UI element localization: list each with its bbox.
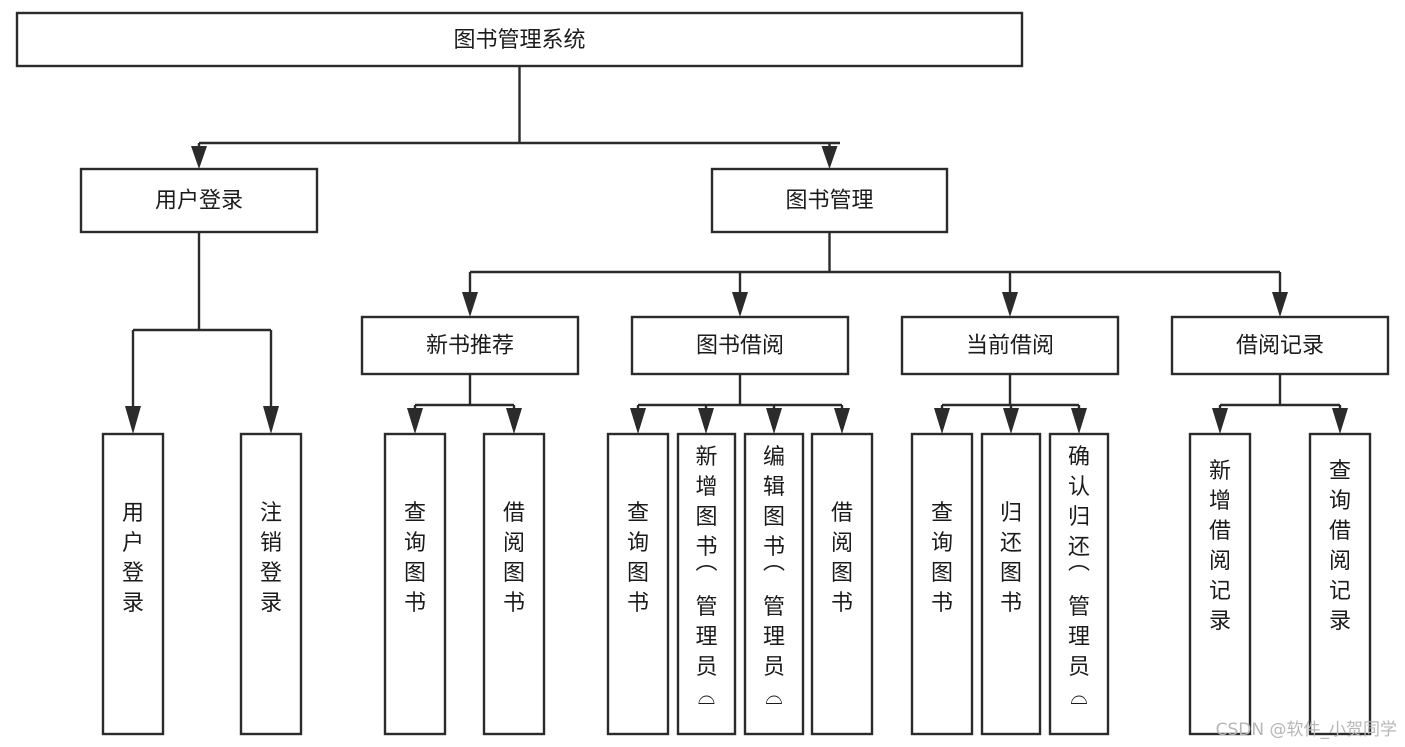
arrow-head-leaf-logout (263, 406, 279, 434)
leaf-edit-book-admin-label: 编辑图书⌒管理员⌓ (763, 445, 785, 710)
arrow-head-leaf-add-book (698, 408, 714, 434)
node-current-borrow[interactable]: 当前借阅 (900, 315, 1120, 376)
arrow-head-leaf-query-book-1 (407, 408, 423, 434)
arrow-head-user-login (191, 146, 207, 169)
leaf-query-book-1-label: 查询图书 (404, 501, 426, 616)
leaf-borrow-book-1[interactable]: 借阅图书 (482, 432, 546, 736)
arrow-head-book-borrow (732, 292, 748, 317)
leaf-user-login[interactable]: 用户登录 (101, 432, 165, 736)
leaf-logout[interactable]: 注销登录 (239, 432, 303, 736)
node-new-book-recommend[interactable]: 新书推荐 (360, 315, 580, 376)
leaf-query-book-3-box[interactable] (910, 432, 974, 736)
leaf-query-book-3[interactable]: 查询图书 (910, 432, 974, 736)
node-book-borrow-box[interactable] (630, 315, 850, 376)
arrow-head-new-book-rec (462, 292, 478, 317)
leaf-logout-label: 注销登录 (260, 501, 282, 616)
arrow-head-borrow-record (1272, 292, 1288, 317)
leaf-user-login-label: 用户登录 (122, 501, 144, 616)
leaf-return-book[interactable]: 归还图书 (980, 432, 1042, 736)
leaf-layer: 用户登录 注销登录 查询图书 借阅图书 查询图书 新增图书⌒管理员⌓ 编辑图书⌒… (101, 432, 1372, 736)
node-user-login-label: 用户登录 (155, 189, 243, 214)
arrow-head-leaf-borrow-book-1 (506, 408, 522, 434)
node-root-label: 图书管理系统 (453, 28, 585, 53)
leaf-confirm-return-admin-label: 确认归还⌒管理员⌓ (1068, 445, 1090, 710)
node-book-manage[interactable]: 图书管理 (710, 167, 949, 234)
leaf-borrow-book-2-label: 借阅图书 (831, 501, 853, 616)
leaf-confirm-return-admin[interactable]: 确认归还⌒管理员⌓ (1048, 432, 1110, 736)
csdn-watermark: CSDN @软件_小贺同学 (1216, 720, 1397, 740)
leaf-query-book-1-box[interactable] (383, 432, 447, 736)
edge-layer (125, 66, 1348, 434)
leaf-add-borrow-record-box[interactable] (1188, 432, 1252, 736)
leaf-query-book-2-label: 查询图书 (627, 501, 649, 616)
arrow-head-leaf-return-book (1003, 408, 1019, 434)
leaf-borrow-book-2-box[interactable] (810, 432, 874, 736)
arrow-head-current-borrow (1002, 292, 1018, 317)
leaf-add-book-admin-label: 新增图书⌒管理员⌓ (695, 445, 717, 710)
arrow-head-book-manage (821, 146, 838, 169)
leaf-edit-book-admin-box[interactable] (743, 432, 805, 736)
leaf-add-book-admin[interactable]: 新增图书⌒管理员⌓ (676, 432, 737, 736)
leaf-query-borrow-record[interactable]: 查询借阅记录 (1308, 432, 1372, 736)
node-current-borrow-box[interactable] (900, 315, 1120, 376)
node-user-login[interactable]: 用户登录 (79, 167, 319, 234)
node-user-login-box[interactable] (79, 167, 319, 234)
leaf-edit-book-admin[interactable]: 编辑图书⌒管理员⌓ (743, 432, 805, 736)
arrow-head-leaf-edit-book (766, 408, 782, 434)
leaf-user-login-box[interactable] (101, 432, 165, 736)
node-root[interactable]: 图书管理系统 (15, 11, 1024, 68)
node-book-borrow-label: 图书借阅 (696, 334, 784, 359)
node-borrow-record-box[interactable] (1170, 315, 1390, 376)
leaf-logout-box[interactable] (239, 432, 303, 736)
leaf-add-borrow-record[interactable]: 新增借阅记录 (1188, 432, 1252, 736)
arrow-head-leaf-user-login (125, 406, 141, 434)
leaf-query-borrow-record-label: 查询借阅记录 (1329, 459, 1351, 634)
arrow-head-leaf-query-book-3 (934, 408, 950, 434)
leaf-query-book-2-box[interactable] (606, 432, 670, 736)
leaf-confirm-return-admin-box[interactable] (1048, 432, 1110, 736)
node-root-box[interactable] (15, 11, 1024, 68)
node-book-manage-box[interactable] (710, 167, 949, 234)
leaf-return-book-label: 归还图书 (1000, 501, 1022, 616)
node-new-book-recommend-box[interactable] (360, 315, 580, 376)
arrow-head-leaf-query-book-2 (630, 408, 646, 434)
leaf-query-book-1[interactable]: 查询图书 (383, 432, 447, 736)
leaf-query-book-3-label: 查询图书 (931, 501, 953, 616)
leaf-query-book-2[interactable]: 查询图书 (606, 432, 670, 736)
arrow-head-leaf-add-record (1212, 408, 1228, 434)
leaf-borrow-book-1-box[interactable] (482, 432, 546, 736)
leaf-add-borrow-record-label: 新增借阅记录 (1209, 459, 1231, 634)
node-new-book-recommend-label: 新书推荐 (426, 334, 514, 359)
arrow-head-leaf-borrow-book-2 (834, 408, 850, 434)
leaf-query-borrow-record-box[interactable] (1308, 432, 1372, 736)
node-book-borrow[interactable]: 图书借阅 (630, 315, 850, 376)
leaf-borrow-book-2[interactable]: 借阅图书 (810, 432, 874, 736)
node-borrow-record-label: 借阅记录 (1236, 334, 1324, 359)
leaf-return-book-box[interactable] (980, 432, 1042, 736)
node-current-borrow-label: 当前借阅 (966, 334, 1054, 359)
node-book-manage-label: 图书管理 (785, 189, 873, 214)
node-borrow-record[interactable]: 借阅记录 (1170, 315, 1390, 376)
arrow-head-leaf-confirm-return (1071, 408, 1087, 434)
leaf-add-book-admin-box[interactable] (676, 432, 737, 736)
arrow-head-leaf-query-record (1332, 408, 1348, 434)
leaf-borrow-book-1-label: 借阅图书 (503, 501, 525, 616)
